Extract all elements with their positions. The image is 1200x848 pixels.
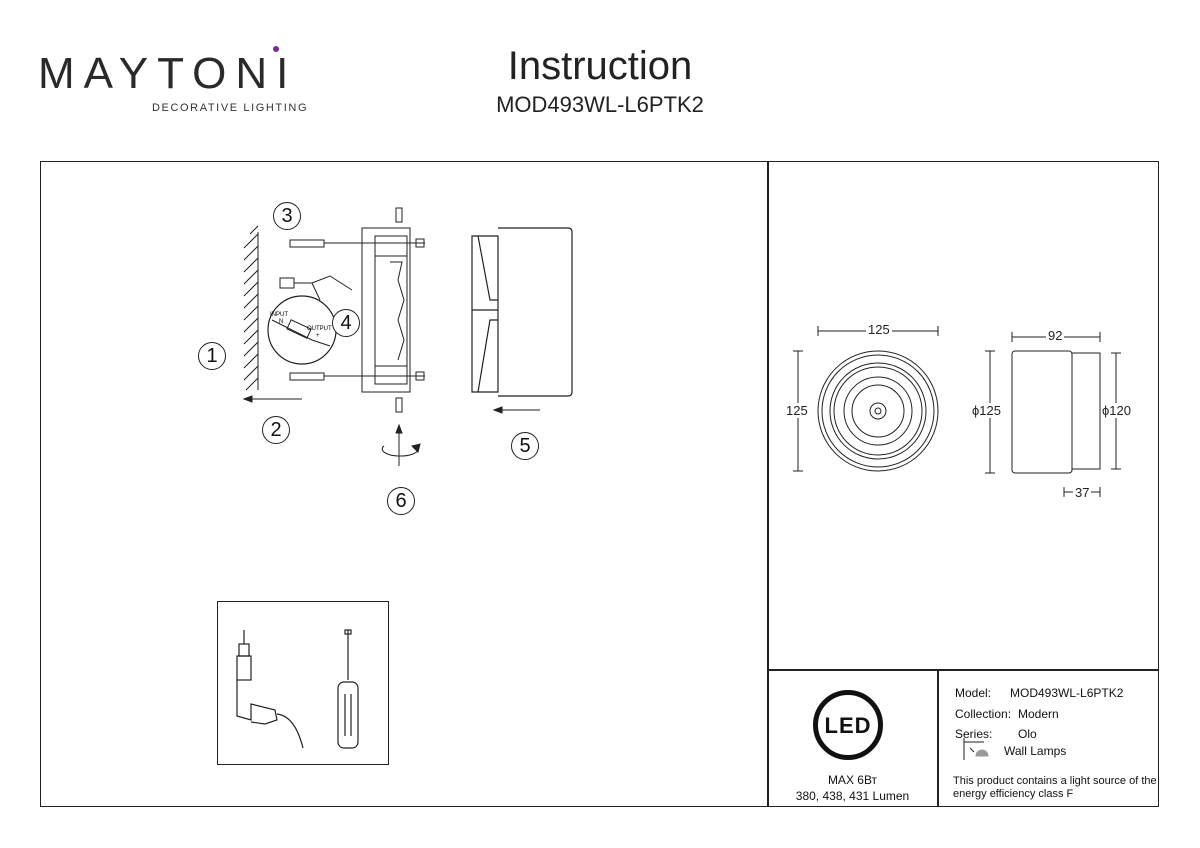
collection-label: Collection: <box>955 707 1012 721</box>
energy-note-line2: energy efficiency class F <box>953 788 1074 800</box>
front-height-label: 125 <box>786 403 808 418</box>
series-value: Olo <box>1018 727 1037 741</box>
wall-lamp-icon <box>963 738 989 760</box>
step-badge: 2 <box>262 416 290 444</box>
model-label: Model: <box>955 686 992 700</box>
model-value: MOD493WL-L6PTK2 <box>1010 686 1124 700</box>
drill-icon <box>236 630 304 749</box>
front-width-label: 125 <box>866 322 892 337</box>
energy-note-line1: This product contains a light source of … <box>953 775 1157 787</box>
led-badge-label: LED <box>824 713 872 738</box>
led-badge: LED <box>813 690 883 760</box>
step-badge: 3 <box>273 202 301 230</box>
brand-logo: MAYTONI <box>38 49 298 98</box>
step-badge: 4 <box>332 309 360 337</box>
tools-box <box>217 601 389 765</box>
lumen-output: 380, 438, 431 Lumen <box>795 789 910 803</box>
side-diameter-right-label: ϕ120 <box>1102 403 1131 418</box>
brand-tagline: DECORATIVE LIGHTING <box>152 102 309 114</box>
document-frame <box>40 161 1159 807</box>
side-diameter-left-label: ϕ125 <box>972 403 1001 418</box>
model-code: MOD493WL-L6PTK2 <box>496 92 704 117</box>
connector-n-label: N <box>279 319 283 325</box>
spec-divider <box>767 669 1159 671</box>
collection-value: Modern <box>1018 707 1059 721</box>
screwdriver-icon <box>337 629 359 749</box>
connector-input-label: INPUT <box>270 312 288 318</box>
side-base-label: 37 <box>1073 485 1092 500</box>
logo-dot <box>273 46 279 52</box>
max-power: MAX 6Вт <box>827 773 878 787</box>
connector-plus-label: + <box>316 333 320 339</box>
page-title: Instruction <box>507 44 693 88</box>
series-label: Series: <box>955 727 993 741</box>
lamp-type: Wall Lamps <box>1004 744 1067 758</box>
side-depth-label: 92 <box>1046 328 1065 343</box>
spec-column-divider <box>937 669 939 807</box>
step-badge: 6 <box>387 487 415 515</box>
step-badge: 1 <box>198 342 226 370</box>
step-badge: 5 <box>511 432 539 460</box>
connector-output-label: OUTPUT <box>307 326 332 332</box>
frame-divider <box>767 161 769 807</box>
